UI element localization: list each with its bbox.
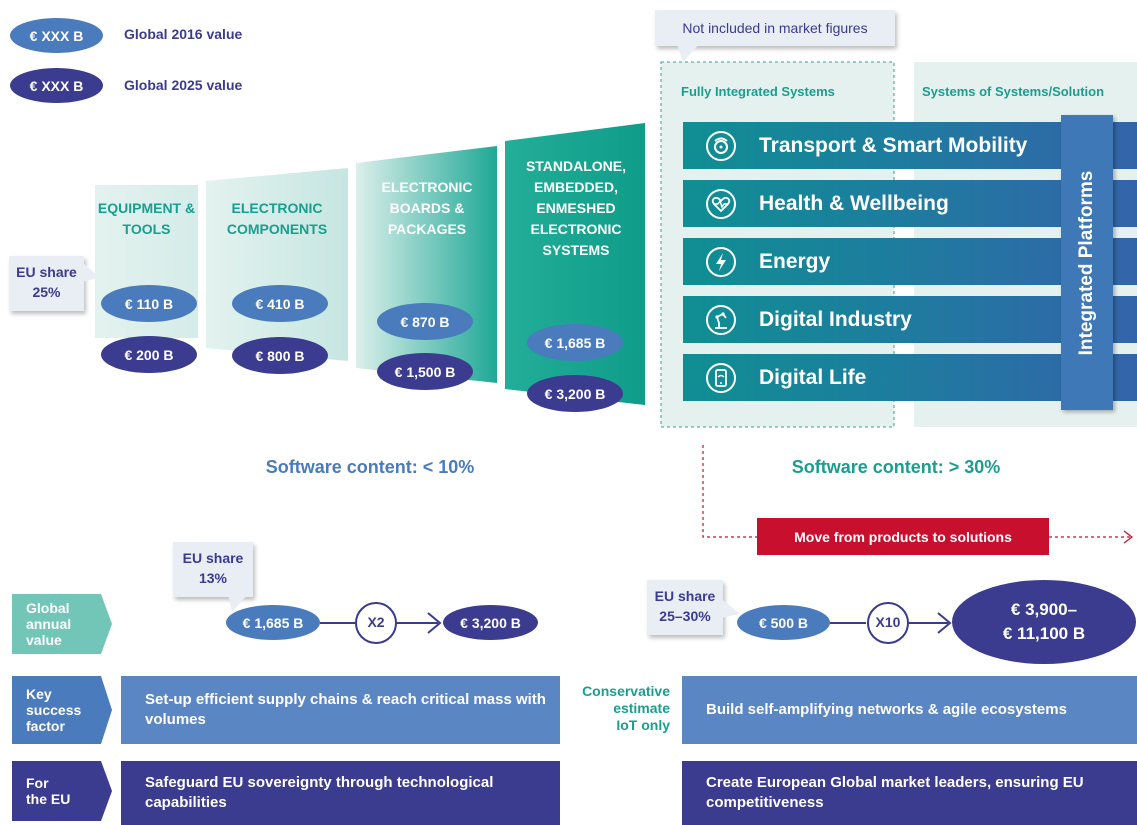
robot-arm-icon xyxy=(706,304,736,335)
growth-from-badge: € 500 B xyxy=(737,605,830,640)
systems-of-systems-header: Systems of Systems/Solution xyxy=(922,84,1105,99)
move-banner: Move from products to solutions xyxy=(757,518,1049,555)
growth-factor: X2 xyxy=(367,614,385,630)
value-2016-badge: € 1,685 B xyxy=(527,324,623,361)
row-label-line: factor xyxy=(26,718,65,734)
row-label-line: Key xyxy=(26,686,52,702)
for-eu-right-box: Create European Global market leaders, e… xyxy=(682,761,1137,825)
growth-arrow xyxy=(830,602,952,644)
callout-pointer xyxy=(228,594,248,612)
sector-label: Health & Wellbeing xyxy=(759,191,949,215)
growth-to-badge: € 3,200 B xyxy=(443,605,538,640)
growth-to-line: € 11,100 B xyxy=(1002,624,1086,643)
row-label-line: Global xyxy=(26,600,70,616)
value-2025-badge: € 3,200 B xyxy=(527,375,623,412)
not-included-callout: Not included in market figures xyxy=(655,10,895,46)
legend-2025-label: Global 2025 value xyxy=(124,77,243,93)
eu-share-callout: EU share 25–30% xyxy=(647,580,723,635)
eu-share-value: 25–30% xyxy=(659,608,711,624)
fully-integrated-header: Fully Integrated Systems xyxy=(681,84,835,99)
segment-title: ELECTRONIC BOARDS & PACKAGES xyxy=(381,179,473,237)
value-2025-badge: € 200 B xyxy=(101,336,197,373)
legend-2025-badge: € XXX B xyxy=(10,68,103,103)
products-to-solutions-arrow xyxy=(702,445,1133,544)
growth-from-badge: € 1,685 B xyxy=(226,605,320,640)
row-label-line: annual xyxy=(26,616,72,632)
segment-title: ELECTRONIC COMPONENTS xyxy=(226,200,328,237)
value-2016-badge: € 110 B xyxy=(101,285,197,322)
sector-label: Digital Life xyxy=(759,365,867,389)
sector-label: Energy xyxy=(759,249,831,273)
row-label-line: success xyxy=(26,702,82,718)
value-2025-badge: € 800 B xyxy=(232,337,328,374)
value-2016-badge: € 410 B xyxy=(232,285,328,322)
for-eu-left-box: Safeguard EU sovereignty through technol… xyxy=(121,761,560,825)
note-line: IoT only xyxy=(616,717,670,733)
growth-to-line: € 3,900– xyxy=(1010,600,1078,619)
eu-share-value: 13% xyxy=(198,570,228,586)
eu-share-callout: EU share 13% xyxy=(173,542,253,597)
segment-title: EQUIPMENT & TOOLS xyxy=(97,200,196,237)
key-success-right-box: Build self-amplifying networks & agile e… xyxy=(682,676,1137,744)
software-content-right: Software content: > 30% xyxy=(791,457,1001,477)
lightning-icon xyxy=(706,246,736,277)
callout-pointer xyxy=(720,598,740,618)
value-2016-badge: € 870 B xyxy=(377,303,473,340)
eu-share-value: 25% xyxy=(32,284,61,300)
callout-pointer xyxy=(80,260,100,282)
conservative-estimate-note: Conservative estimate IoT only xyxy=(570,683,670,734)
heart-pulse-icon xyxy=(706,188,736,219)
eu-share-label: EU share xyxy=(654,588,716,604)
eu-share-label: EU share xyxy=(182,550,244,566)
legend-2016-badge: € XXX B xyxy=(10,18,103,53)
growth-factor: X10 xyxy=(875,614,901,630)
value-2025-badge: € 1,500 B xyxy=(377,353,473,390)
growth-arrow xyxy=(320,602,442,644)
segment-title: STANDALONE, EMBEDDED, ENMESHED ELECTRONI… xyxy=(525,158,627,258)
sector-label: Transport & Smart Mobility xyxy=(759,133,1028,157)
note-line: estimate xyxy=(613,700,670,716)
growth-to-badge: € 3,900– € 11,100 B xyxy=(952,580,1136,664)
car-wheel-icon xyxy=(706,130,736,161)
legend-2016-label: Global 2016 value xyxy=(124,26,243,42)
row-label-line: the EU xyxy=(26,791,71,807)
row-label-shapes xyxy=(12,594,112,821)
callout-pointer xyxy=(677,44,699,62)
eu-share-label: EU share xyxy=(16,264,77,280)
integrated-platforms-bar: Integrated Platforms xyxy=(1061,115,1113,410)
key-success-left-box: Set-up efficient supply chains & reach c… xyxy=(121,676,560,744)
sector-label: Digital Industry xyxy=(759,307,912,331)
eu-share-callout: EU share 25% xyxy=(9,256,84,311)
note-line: Conservative xyxy=(582,683,670,699)
smartphone-icon xyxy=(706,362,736,393)
software-content-left: Software content: < 10% xyxy=(265,457,475,477)
row-label-line: For xyxy=(26,775,49,791)
row-label-line: value xyxy=(26,632,62,648)
